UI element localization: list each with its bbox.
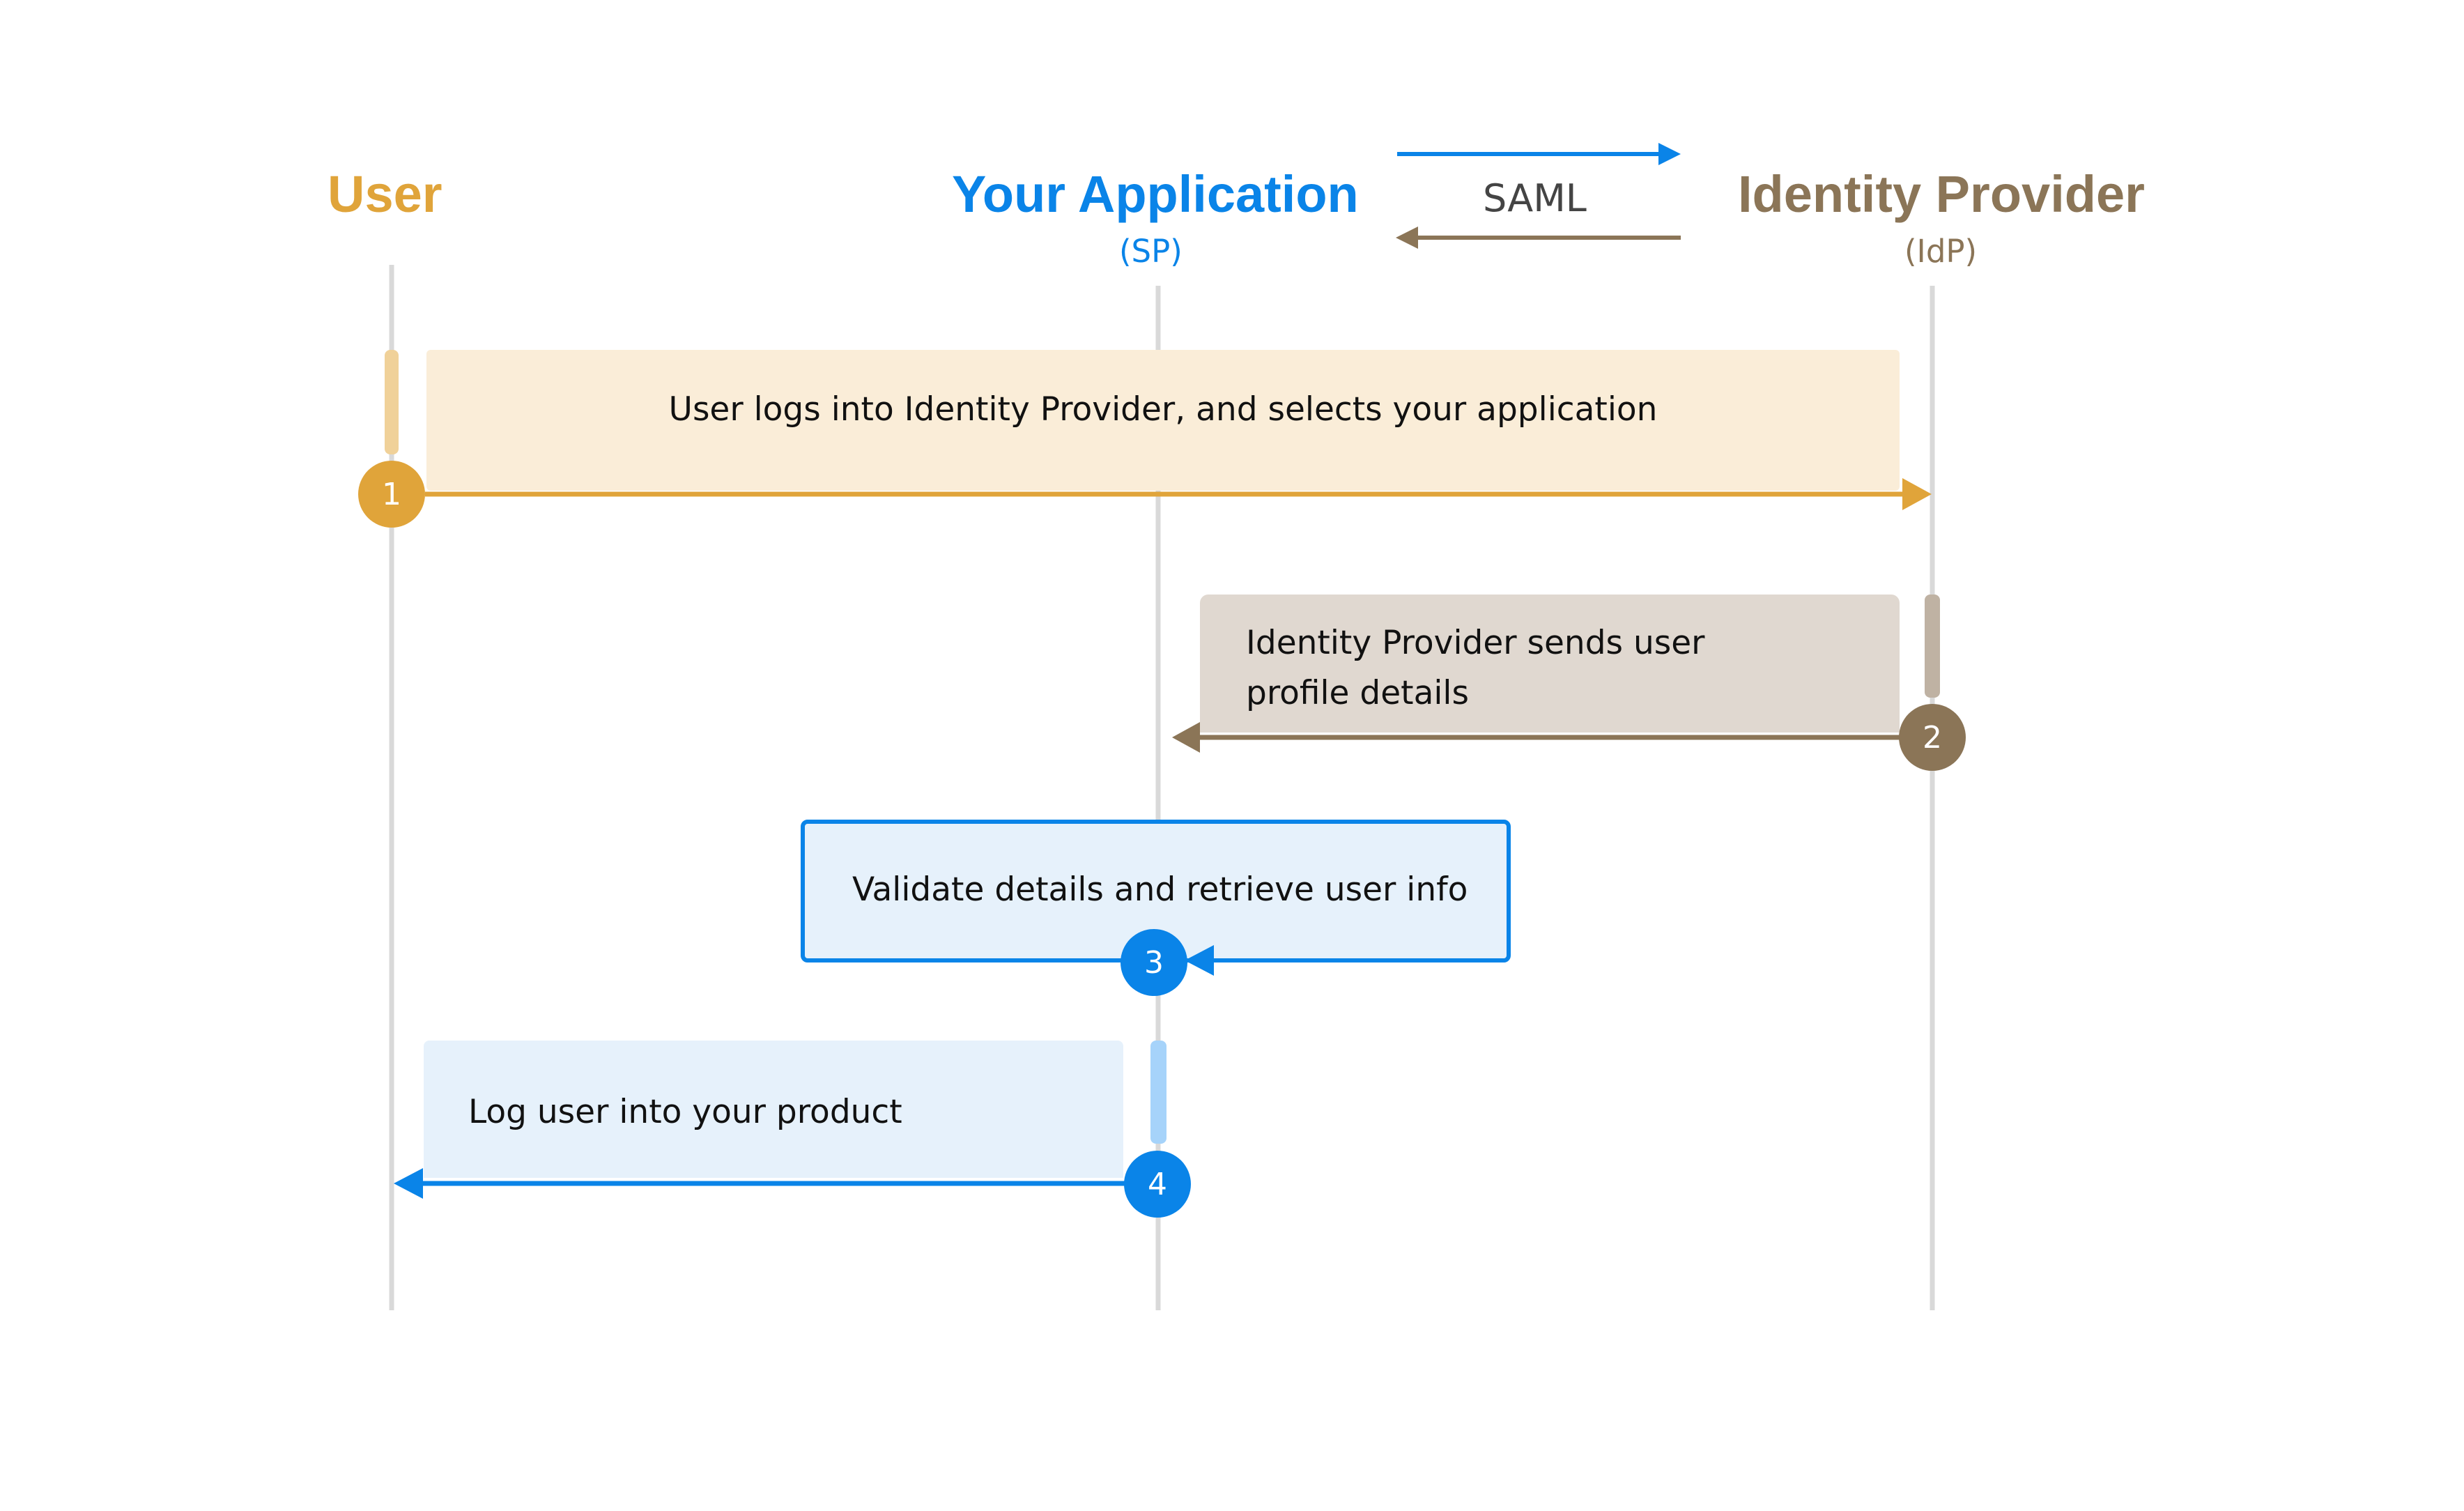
- idp-activation-bar: [1925, 595, 1940, 698]
- user-activation-bar: [385, 350, 399, 454]
- step4-badge: 4: [1124, 1151, 1191, 1218]
- step4-message-text: Log user into your product: [468, 1093, 902, 1131]
- saml-label: SAML: [1483, 176, 1587, 220]
- user-header: User: [328, 165, 442, 223]
- step1-badge: 1: [358, 461, 425, 528]
- step4-arrowhead: [394, 1168, 423, 1199]
- step2-badge: 2: [1899, 704, 1966, 771]
- idp-header: Identity Provider: [1738, 165, 2145, 223]
- idp-subheader: (IdP): [1904, 233, 1978, 270]
- step3-message-text: Validate details and retrieve user info: [852, 870, 1468, 909]
- step2-arrowhead: [1172, 722, 1200, 753]
- sp-activation-bar: [1150, 1041, 1166, 1144]
- step1-message-box: User logs into Identity Provider, and se…: [426, 350, 1900, 491]
- saml-forward-arrowhead: [1658, 143, 1681, 165]
- step2-message-box: Identity Provider sends user profile det…: [1200, 595, 1900, 733]
- sp-header: Your Application: [952, 165, 1359, 223]
- step3-badge: 3: [1121, 929, 1187, 996]
- saml-back-arrowhead: [1396, 227, 1418, 249]
- step1-arrowhead: [1902, 478, 1932, 510]
- step4-message-box: Log user into your product: [424, 1041, 1123, 1178]
- step2-message-text: Identity Provider sends user profile det…: [1246, 624, 1705, 712]
- sp-subheader: (SP): [1119, 233, 1183, 270]
- step1-message-text: User logs into Identity Provider, and se…: [668, 390, 1658, 429]
